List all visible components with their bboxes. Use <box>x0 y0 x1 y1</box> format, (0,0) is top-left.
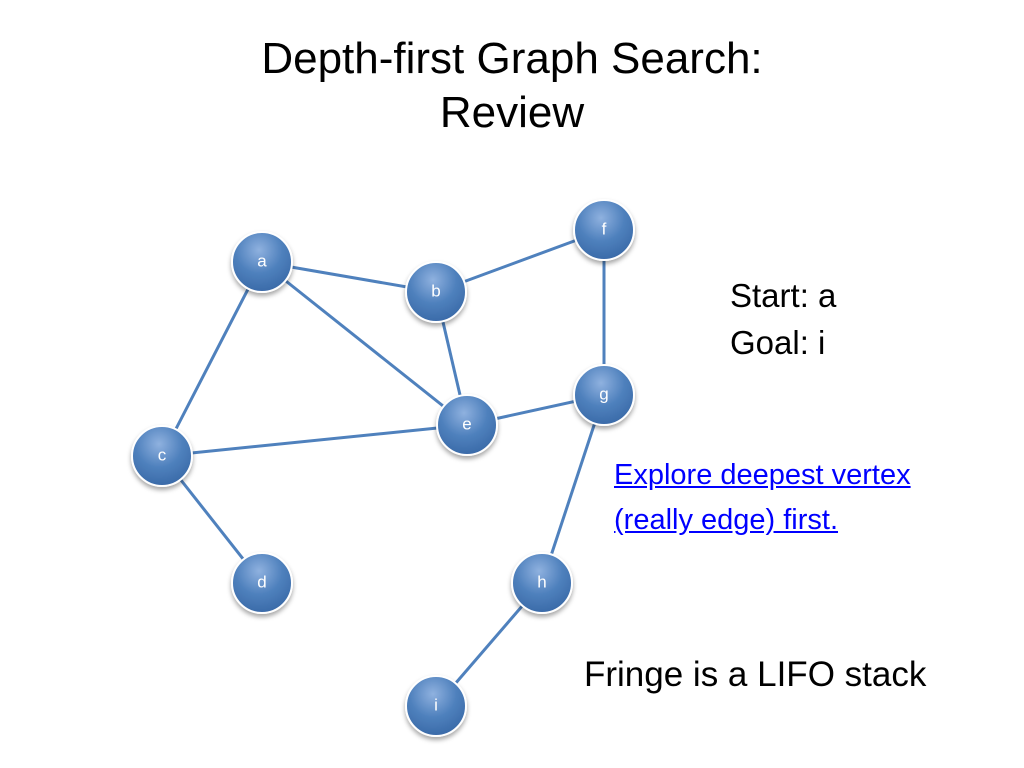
node-label-d: d <box>257 573 266 592</box>
node-circle-h <box>511 552 573 614</box>
node-f: f <box>573 199 635 261</box>
edge-c-e <box>161 423 468 458</box>
explore-link-line-2[interactable]: (really edge) first. <box>614 504 839 536</box>
node-d: d <box>231 552 293 614</box>
node-circle-e <box>436 394 498 456</box>
node-h: h <box>511 552 573 614</box>
node-circle-d <box>231 552 293 614</box>
node-label-i: i <box>434 696 438 715</box>
edge-a-e <box>261 260 468 427</box>
start-label: Start: a <box>730 277 837 314</box>
node-circle-a <box>231 231 293 293</box>
goal-label: Goal: i <box>730 324 826 361</box>
node-circle-i <box>405 675 467 737</box>
node-circle-g <box>573 364 635 426</box>
title-line-1: Depth-first Graph Search: <box>261 34 763 83</box>
node-label-b: b <box>431 282 440 301</box>
node-e: e <box>436 394 498 456</box>
explore-link[interactable]: Explore deepest vertex (really edge) fir… <box>614 453 911 543</box>
node-circle-f <box>573 199 635 261</box>
node-g: g <box>573 364 635 426</box>
edge-a-c <box>160 261 264 457</box>
search-info: Start: a Goal: i <box>730 272 836 366</box>
node-label-h: h <box>537 573 546 592</box>
nodes: a b c d e f g h i <box>131 199 635 737</box>
node-label-a: a <box>257 252 267 271</box>
node-circle-b <box>405 261 467 323</box>
node-label-f: f <box>602 220 607 239</box>
edges <box>160 228 606 707</box>
explore-link-line-1[interactable]: Explore deepest vertex <box>614 459 911 491</box>
edge-g-h <box>540 394 606 584</box>
slide-title: Depth-first Graph Search: Review <box>112 32 912 140</box>
node-c: c <box>131 425 193 487</box>
node-label-c: c <box>158 446 167 465</box>
title-line-2: Review <box>439 88 585 137</box>
node-a: a <box>231 231 293 293</box>
fringe-note: Fringe is a LIFO stack <box>584 655 927 694</box>
node-label-g: g <box>599 385 608 404</box>
node-b: b <box>405 261 467 323</box>
node-i: i <box>405 675 467 737</box>
node-circle-c <box>131 425 193 487</box>
node-label-e: e <box>462 415 471 434</box>
